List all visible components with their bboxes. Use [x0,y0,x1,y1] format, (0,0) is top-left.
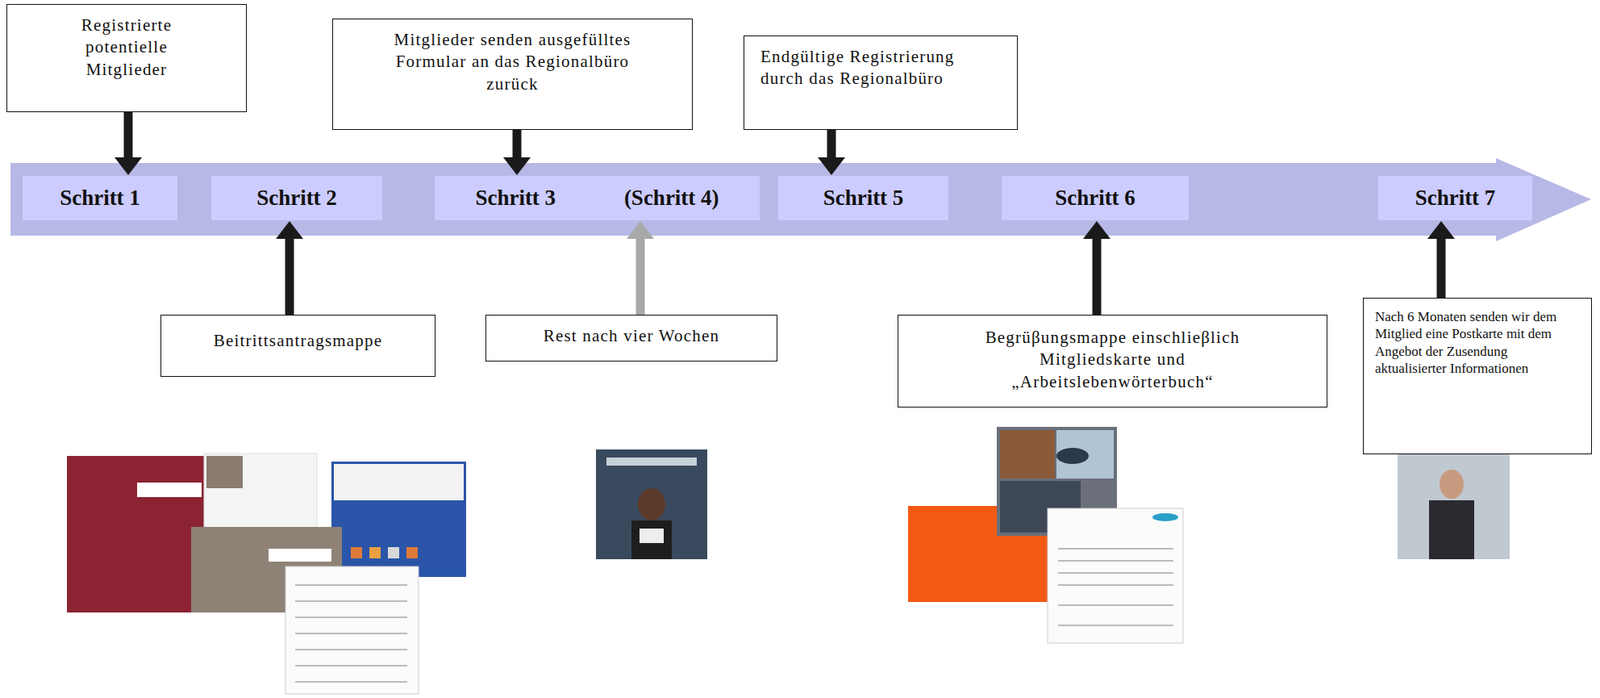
callout-text: Beitrittsantragsmappe [213,329,383,352]
arrow-head [626,220,655,239]
callout-text: Nach 6 Monaten senden wir dem Mitglied e… [1375,308,1580,377]
welcome-letter [1047,508,1184,643]
step-box: Schritt 2 [211,175,383,221]
step-label: Schritt 7 [1415,185,1496,211]
band-body [10,162,1499,236]
logo [1152,512,1179,521]
brochure-icon [369,546,381,559]
step-box: Schritt 6 [1001,175,1189,221]
callout-text: Endgültige Registrierung durch das Regio… [760,45,1001,91]
arrow-shaft [636,237,646,315]
person-paper [639,528,664,543]
timeline-band [10,158,1592,242]
arrow-connector [1083,220,1111,315]
arrow-shaft [1437,237,1446,298]
note-box: Nach 6 Monaten senden wir dem Mitglied e… [1362,297,1592,455]
arrow-head [503,157,531,175]
arrow-connector [1427,220,1455,298]
letter-lines [1058,548,1174,625]
eye [1056,447,1089,464]
person-body [631,520,672,559]
callout-box: Begrüβungsmappe einschlieβlich Mitglieds… [897,314,1328,408]
postcard [1397,454,1510,559]
callout-text: Mitglieder senden ausgefülltes Formular … [373,29,652,96]
arrow-connector [503,129,531,175]
callout-text: Begrüβungsmappe einschlieβlich Mitglieds… [938,326,1287,393]
collage-tile [1056,429,1114,479]
postcard-image [1397,454,1510,559]
callout-box: Endgültige Registrierung durch das Regio… [743,35,1018,130]
arrow-shaft [285,237,295,315]
person-head [1439,469,1464,499]
callout-box: Beitrittsantragsmappe [160,314,436,377]
reminder-brochure [595,449,708,559]
arrow-head [114,157,142,175]
arrow-shaft [1092,237,1102,315]
step-box: Schritt 3 (Schritt 4) [434,175,760,221]
welcome-pack-images [908,426,1184,643]
person-body [1429,500,1475,559]
person-head [637,487,666,521]
callout-text: Registrierte potentielle Mitglieder [52,14,201,81]
leaflet [204,453,317,531]
arrow-connector [114,112,142,175]
maroon-folder [66,455,212,613]
arrow-shaft [512,129,522,159]
step-box: Schritt 5 [778,175,949,221]
application-pack-images [66,453,467,694]
arrow-connector [817,129,846,175]
callout-box: Registrierte potentielle Mitglieder [6,4,247,113]
form-lines [295,584,408,682]
step-label: (Schritt 4) [624,185,720,211]
callout-box: Rest nach vier Wochen [485,314,778,362]
reminder-image [595,449,708,559]
step-box: Schritt 1 [22,175,178,221]
step-box: Schritt 7 [1378,175,1533,221]
arrow-connector [626,220,655,315]
collage-tile [1000,429,1055,479]
step-label: Schritt 6 [1054,185,1136,211]
folder-label [137,482,202,497]
callout-box: Mitglieder senden ausgefülltes Formular … [332,18,693,130]
arrow-connector [275,220,304,315]
leaflet-photo [206,455,243,488]
arrow-shaft [124,112,134,159]
callout-text: Rest nach vier Wochen [543,325,720,347]
blue-brochure [331,461,467,577]
envelope-window [268,548,332,562]
step-label: Schritt 2 [256,185,338,211]
arrow-head [1427,220,1455,239]
brochure-icon [350,546,363,559]
brochure-title [606,457,697,466]
arrow-head [1083,220,1111,239]
step-label: Schritt 5 [823,185,905,211]
step-label: Schritt 1 [59,185,141,211]
arrow-head [817,157,846,175]
arrow-shaft [827,129,837,159]
brochure-top [333,463,464,500]
brochure-icon [406,546,418,559]
arrow-head [275,220,304,239]
step-label: Schritt 3 [475,185,556,211]
application-form [285,566,419,694]
brochure-icon [387,546,400,559]
